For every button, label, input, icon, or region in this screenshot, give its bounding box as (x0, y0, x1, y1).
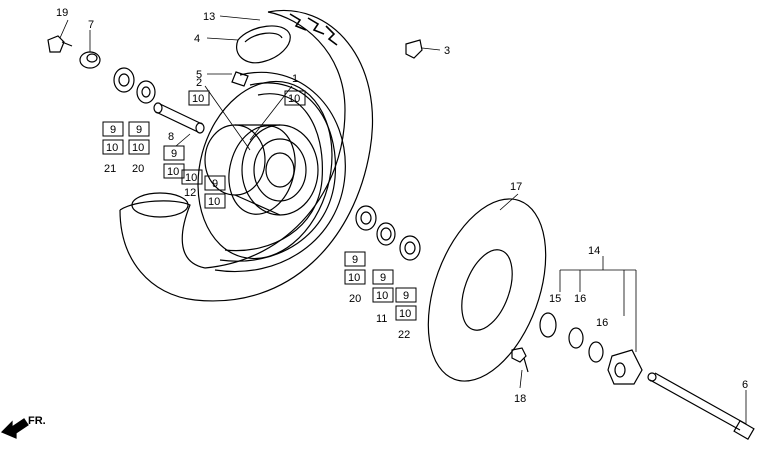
wheel-brake-disc (197, 80, 333, 260)
leader-lines (59, 15, 747, 424)
speedometer-gearbox (607, 349, 643, 385)
bolt (47, 35, 73, 53)
callout-13: 13 (203, 11, 215, 23)
box-11-10: 10 (376, 290, 388, 302)
box-8-9: 9 (171, 148, 177, 160)
distance-collar (153, 102, 205, 134)
box-1-10: 10 (288, 93, 300, 105)
callout-11: 11 (376, 313, 387, 325)
callout-7: 7 (88, 19, 94, 31)
fr-label: FR. (28, 415, 46, 427)
box-20b-9: 9 (352, 254, 358, 266)
callout-12: 12 (184, 187, 196, 199)
valve-cap (405, 39, 423, 59)
box-20-10: 10 (132, 142, 144, 154)
circlip-11 (376, 222, 396, 246)
collar (79, 51, 101, 69)
oil-seal-22 (399, 235, 421, 261)
box-12-9: 9 (212, 178, 218, 190)
box-22-9: 9 (403, 290, 409, 302)
wheel-hub (204, 124, 319, 216)
callout-16-second: 16 (596, 317, 608, 329)
box-21-9: 9 (110, 124, 116, 136)
box-20-9: 9 (136, 124, 142, 136)
box-2-10: 10 (192, 93, 204, 105)
callout-19: 19 (56, 7, 68, 19)
callout-17: 17 (510, 181, 522, 193)
callout-2: 2 (196, 77, 202, 89)
box-8-10: 10 (167, 166, 179, 178)
callout-8: 8 (168, 131, 174, 143)
brake-disc (427, 198, 547, 382)
bearing-20 (355, 205, 377, 231)
callout-15: 15 (549, 293, 561, 305)
callout-4: 4 (194, 33, 200, 45)
box-22-10: 10 (399, 308, 411, 320)
box-12-10b: 10 (208, 196, 220, 208)
box-21-10: 10 (106, 142, 118, 154)
dust-seal-16b (588, 341, 604, 363)
disc-bolt (511, 347, 529, 373)
bearing-21 (113, 67, 135, 93)
oil-seal-20 (136, 80, 156, 104)
tube-valve (231, 71, 249, 87)
axle (647, 372, 755, 441)
callout-20: 20 (132, 163, 144, 175)
callout-22: 22 (398, 329, 410, 341)
box-20b-10: 10 (348, 272, 360, 284)
callout-6: 6 (742, 379, 748, 391)
boxed-references: 10 10 9 10 9 10 9 10 10 9 10 9 10 9 10 9… (102, 90, 417, 321)
callout-3: 3 (444, 45, 450, 57)
box-11-9: 9 (380, 272, 386, 284)
callout-21: 21 (104, 163, 116, 175)
speedometer-retainer (539, 312, 557, 338)
tire (119, 9, 374, 302)
inner-tube (236, 25, 291, 64)
box-12-10: 10 (185, 172, 197, 184)
callout-18: 18 (514, 393, 526, 405)
callout-1: 1 (292, 73, 298, 85)
wheel-rim (214, 71, 346, 272)
callout-14: 14 (588, 245, 600, 257)
callout-16: 16 (574, 293, 586, 305)
callout-5: 5 (196, 69, 202, 81)
callout-20-right: 20 (349, 293, 361, 305)
front-direction-arrow (0, 418, 29, 439)
dust-seal-16a (568, 327, 584, 349)
